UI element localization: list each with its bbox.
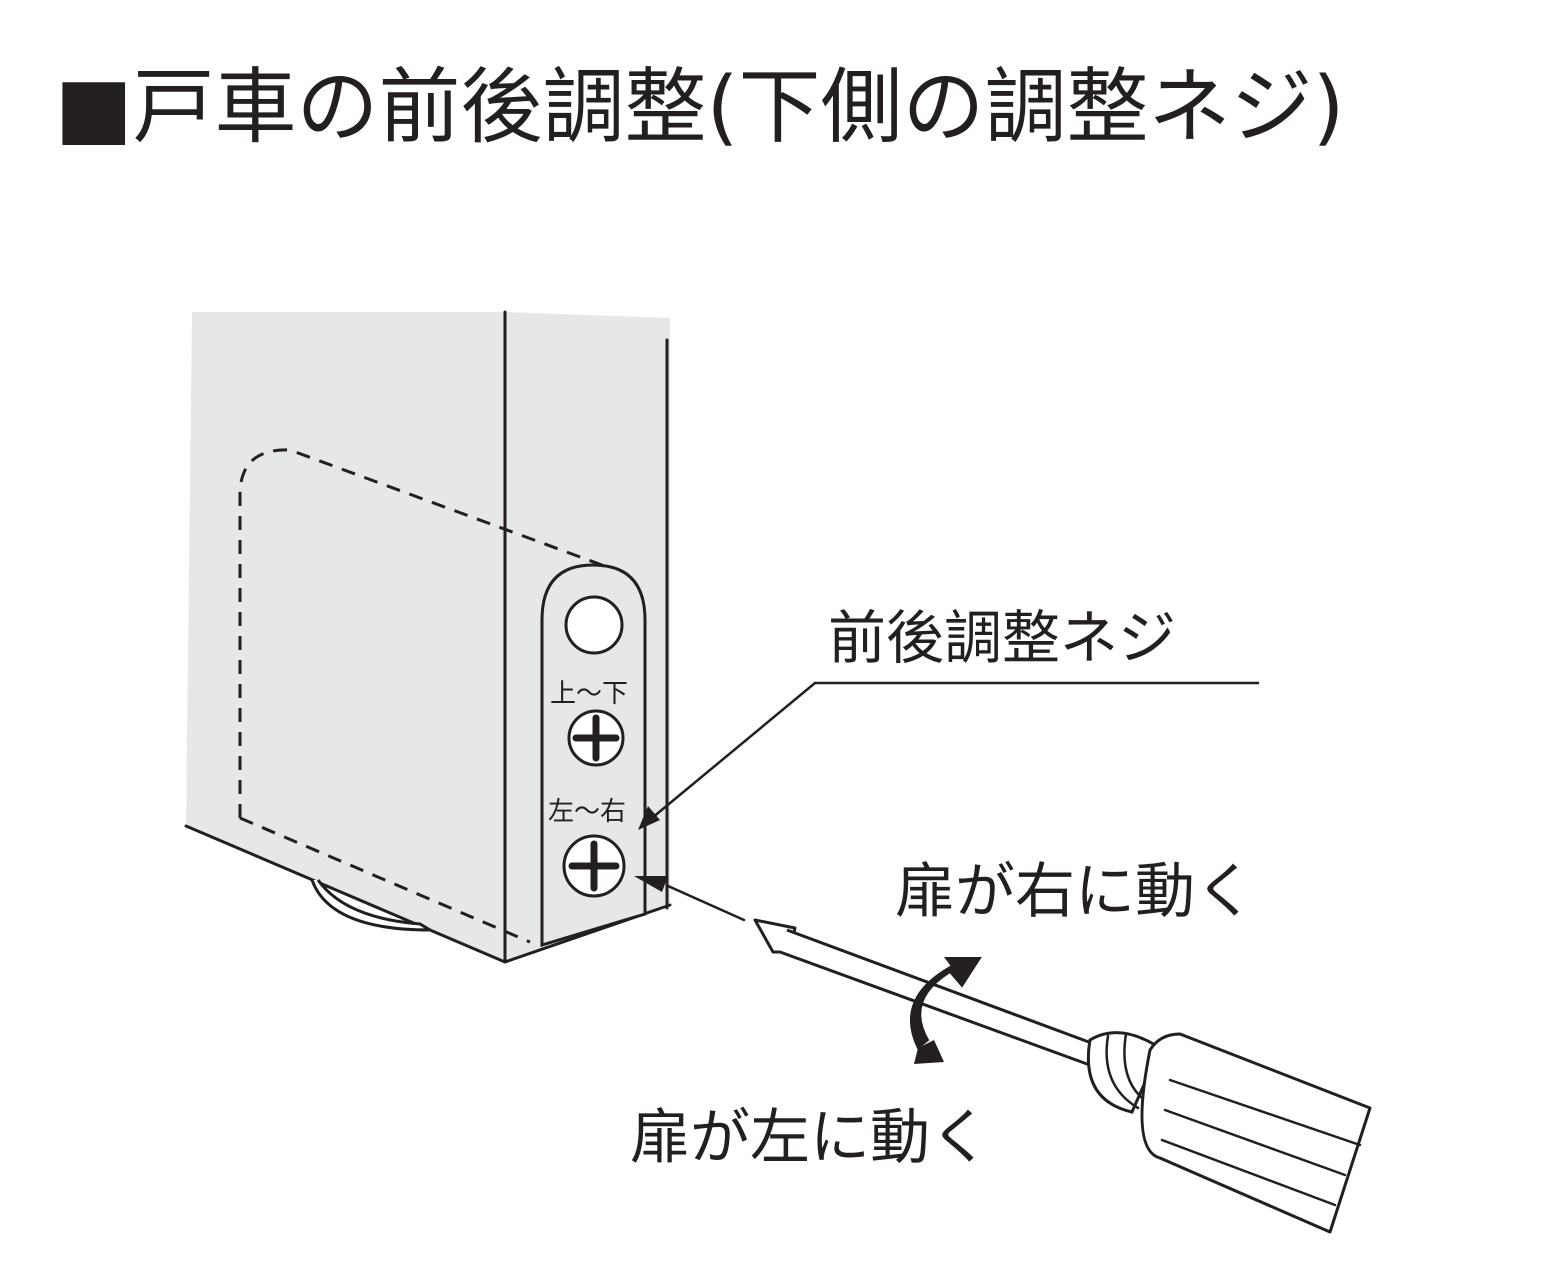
upper-adjust-screw-icon [567, 709, 625, 767]
rotation-arrow-icon [910, 957, 982, 1064]
screw-callout: 前後調整ネジ [638, 604, 1260, 830]
pointer-arrow-icon [638, 806, 660, 830]
upper-screw-marking: 上〜下 [550, 679, 628, 709]
clockwise-effect-label: 扉が右に動く [895, 857, 1255, 927]
screwdriver-pointer-arrow [634, 876, 668, 892]
counterclockwise-effect-label: 扉が左に動く [630, 1103, 990, 1173]
roller-wheel [310, 879, 436, 932]
screwdriver-icon [634, 876, 1372, 1234]
screw-name-label: 前後調整ネジ [828, 604, 1176, 672]
front-back-adjust-screw-icon [562, 834, 626, 898]
roller-hidden-outline [238, 448, 611, 818]
callout-leader [650, 681, 817, 820]
door-front-face [186, 312, 505, 962]
adjustment-plate: 上〜下 左〜右 [540, 563, 647, 948]
page-title: ■戸車の前後調整(下側の調整ネジ) [55, 60, 1344, 155]
plate-hole [564, 595, 624, 655]
lower-screw-marking: 左〜右 [548, 797, 626, 827]
